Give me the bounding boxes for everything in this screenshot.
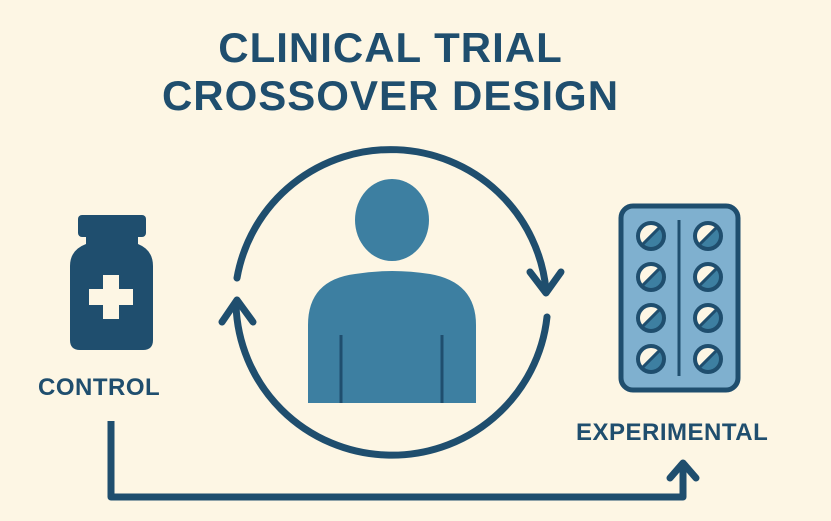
pill-icon — [693, 303, 723, 333]
title-line-1: CLINICAL TRIAL — [218, 24, 563, 71]
pill-icon — [636, 262, 666, 292]
control-label: CONTROL — [38, 374, 161, 401]
pill-icon — [693, 262, 723, 292]
pill-icon — [693, 344, 723, 374]
medicine-bottle-icon — [70, 215, 153, 350]
title-line-2: CROSSOVER DESIGN — [161, 72, 620, 119]
pill-icon — [636, 303, 666, 333]
pill-icon — [636, 221, 666, 251]
pill-icon — [693, 221, 723, 251]
circular-arrows-icon — [218, 146, 565, 459]
crossover-connector-arrow — [107, 421, 700, 501]
pill-icon — [636, 344, 666, 374]
person-icon — [308, 179, 476, 403]
pill-blister-pack-icon — [618, 203, 741, 393]
experimental-label: EXPERIMENTAL — [576, 419, 769, 446]
